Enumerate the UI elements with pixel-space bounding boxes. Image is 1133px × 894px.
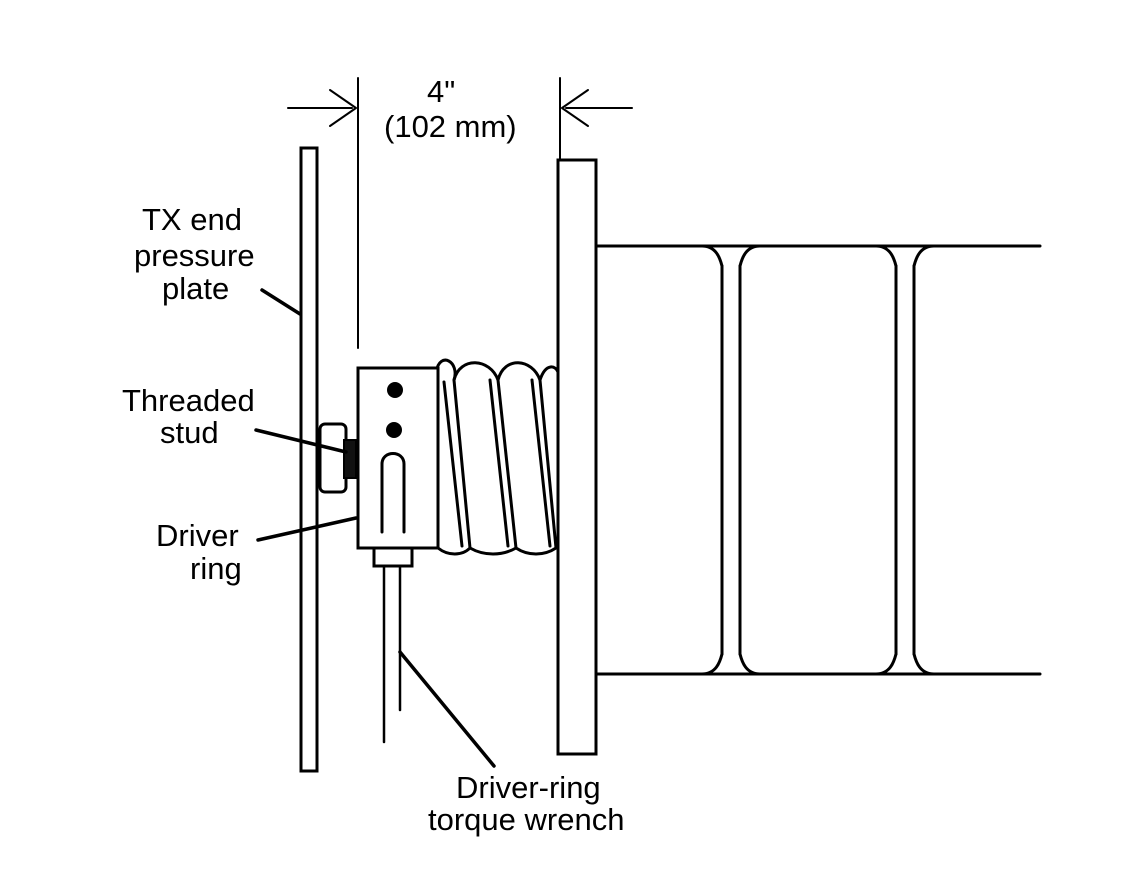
svg-text:ring: ring [190,551,242,586]
dimension-indicator [287,77,633,349]
dimension-value: 4" [427,74,455,109]
torque-wrench-label: Driver-ring torque wrench [428,770,624,837]
transformer-body [594,244,1042,676]
dimension-arrow-left-head [329,89,357,127]
torque-wrench-leader [398,650,496,768]
pressure-plate-label: TX end pressure plate [134,202,255,306]
pressure-plate [299,146,319,773]
svg-text:Driver: Driver [156,518,239,553]
svg-text:stud: stud [160,415,219,450]
pressure-plate-leader [260,288,302,316]
torque-wrench [372,546,414,744]
transformer-flange [556,158,598,756]
dimension-arrow-right-head [561,89,589,127]
svg-text:plate: plate [162,271,229,306]
svg-text:Driver-ring: Driver-ring [456,770,601,805]
threaded-stud-label: Threaded stud [122,383,255,450]
driver-ring [356,366,440,550]
driver-ring-leader [256,516,358,542]
threaded-stud-leader [254,428,348,454]
threaded-stud [318,422,357,494]
spring-coils [434,358,560,556]
driver-ring-label: Driver ring [156,518,242,586]
svg-text:TX end: TX end [142,202,242,237]
svg-text:Threaded: Threaded [122,383,255,418]
svg-text:torque wrench: torque wrench [428,802,624,837]
svg-text:pressure: pressure [134,238,255,273]
dimension-metric: (102 mm) [384,109,517,144]
